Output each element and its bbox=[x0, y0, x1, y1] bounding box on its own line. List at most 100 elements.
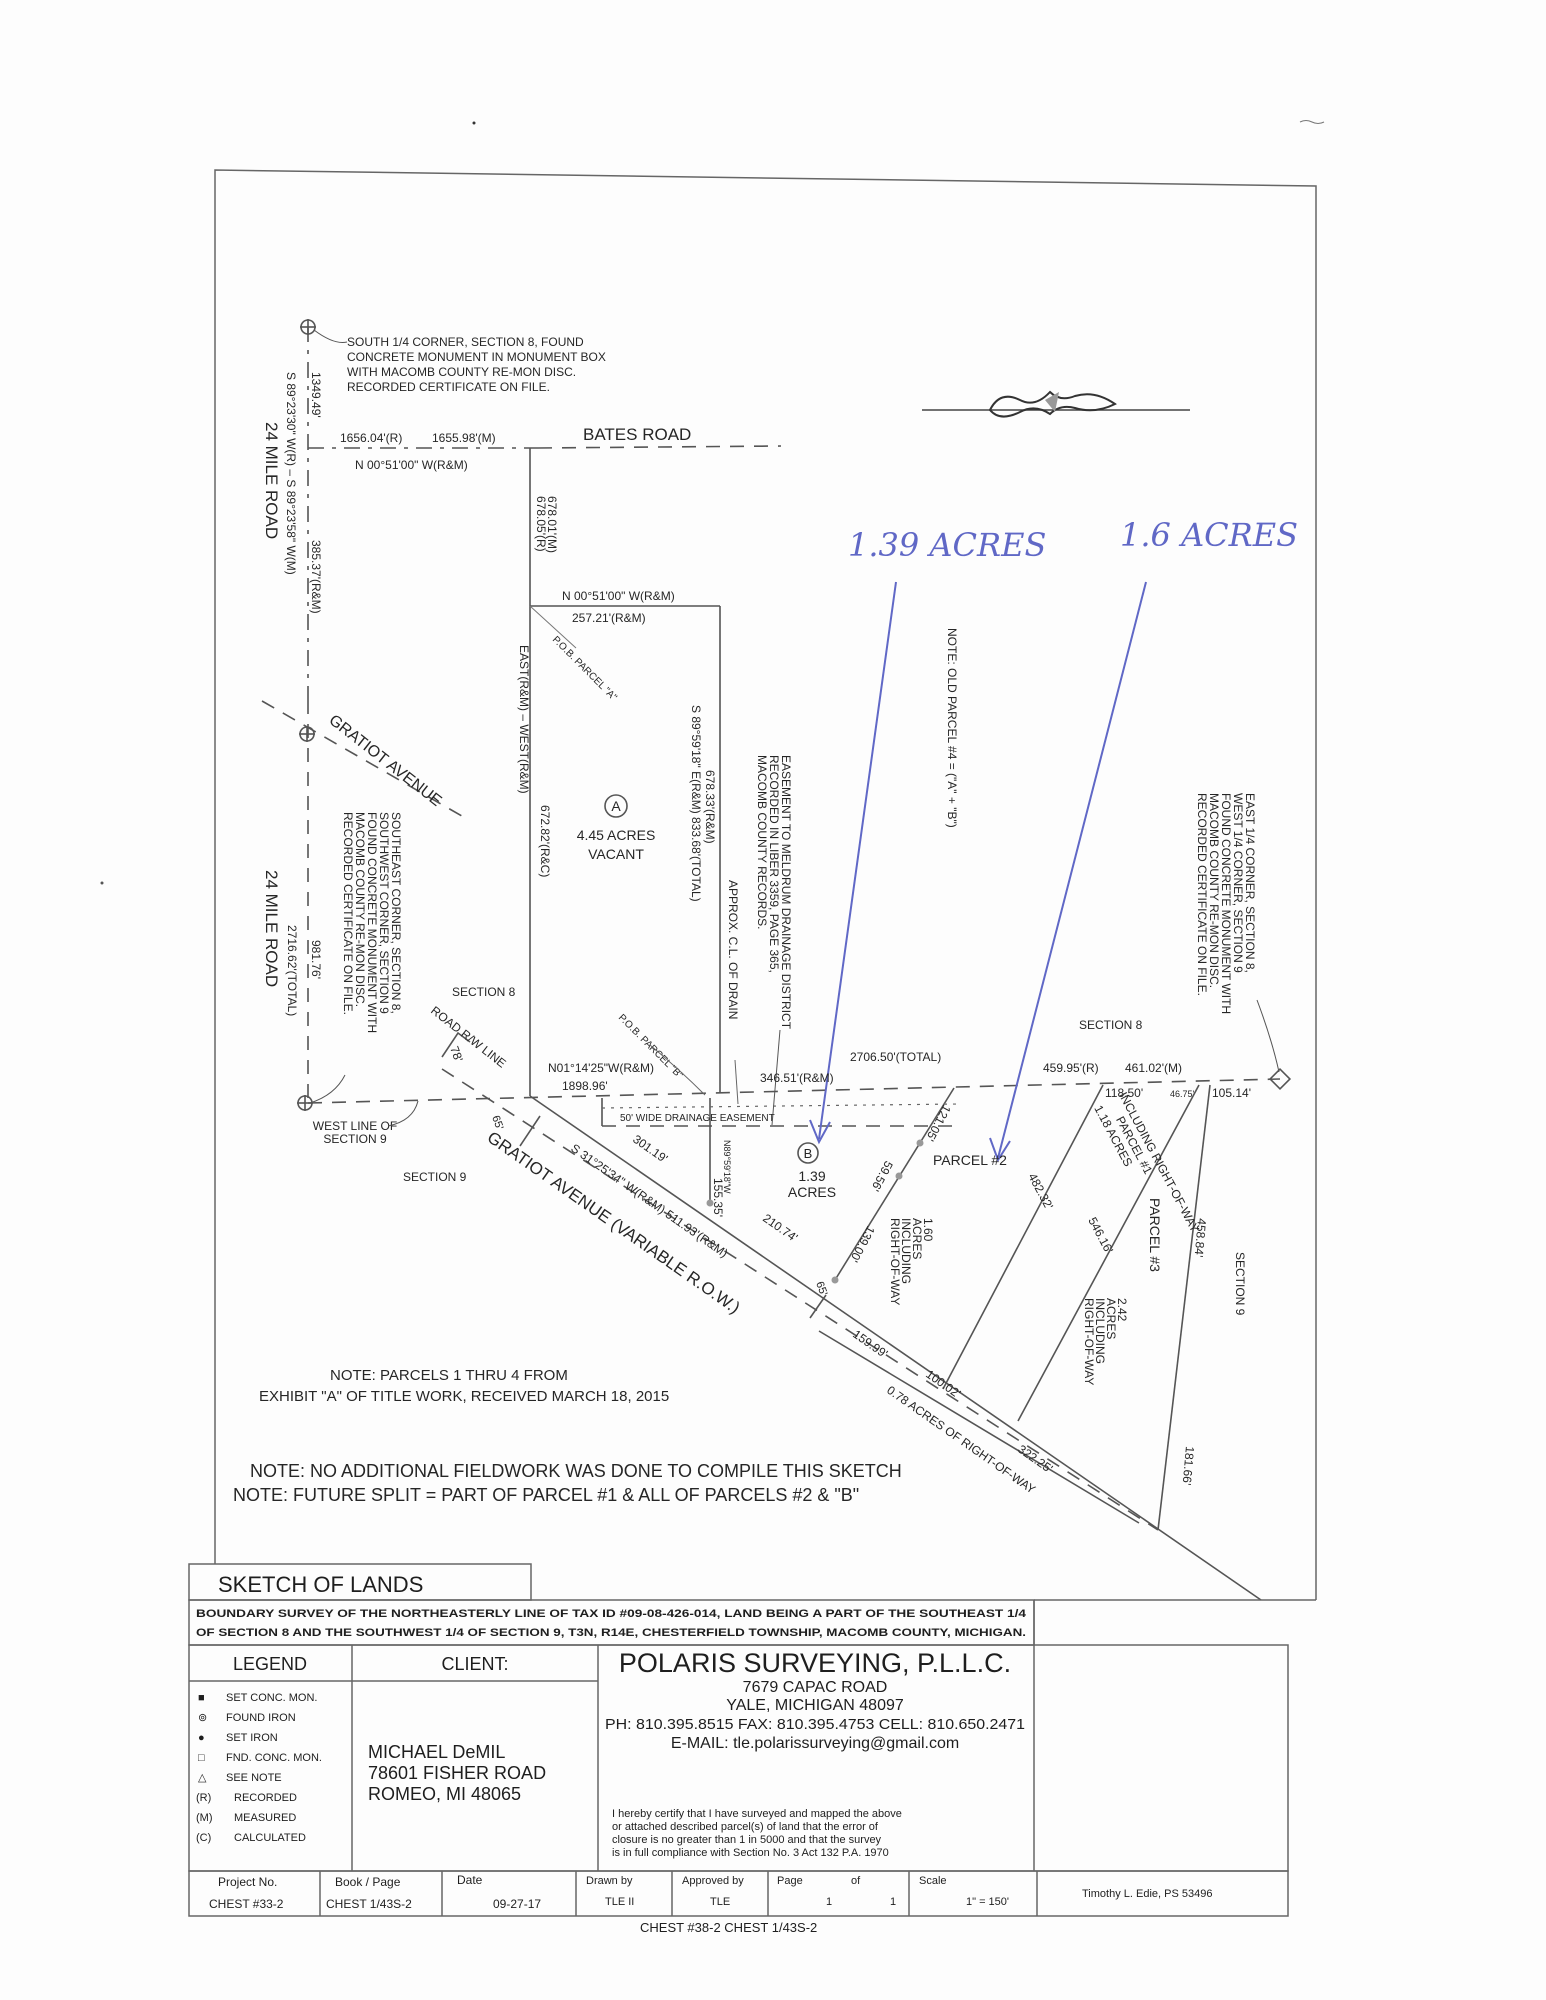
set-iron-icon bbox=[831, 1276, 839, 1284]
se-corner-note-line: SOUTHEAST CORNER, SECTION 8, bbox=[389, 812, 403, 1014]
company-street: 7679 CAPAC ROAD bbox=[743, 1679, 888, 1696]
parcel-2-acres-line: ACRES bbox=[910, 1218, 924, 1259]
dim-210: 210.74' bbox=[760, 1211, 800, 1245]
west-line-bearing: S 89°23'30" W(R) – S 89°23'58" W(M) bbox=[284, 372, 298, 575]
dim-46: 46.75' bbox=[1170, 1089, 1195, 1099]
note-fieldwork: NOTE: NO ADDITIONAL FIELDWORK WAS DONE T… bbox=[250, 1461, 902, 1481]
legend-label: SEE NOTE bbox=[226, 1772, 282, 1784]
dim-482: 482.32' bbox=[1025, 1171, 1056, 1212]
parcel-2-acres-line: RIGHT-OF-WAY bbox=[888, 1218, 902, 1305]
company-name: POLARIS SURVEYING, P.L.L.C. bbox=[619, 1648, 1011, 1678]
title-block-fields: Project No. CHEST #33-2 Book / Page CHES… bbox=[209, 1873, 1212, 1911]
arrow-icon bbox=[809, 581, 897, 1145]
parcel-a-top-bearing: N 00°51'00" W(R&M) bbox=[562, 589, 675, 603]
bates-dim-recorded: 1656.04'(R) bbox=[340, 431, 402, 445]
legend-label: MEASURED bbox=[234, 1812, 296, 1824]
scan-mark bbox=[1299, 120, 1325, 124]
certification-text: I hereby certify that I have surveyed an… bbox=[612, 1808, 902, 1820]
road-rw-line-label: ROAD R/W LINE bbox=[428, 1003, 509, 1070]
client-city: ROMEO, MI 48065 bbox=[368, 1784, 521, 1804]
parcel-3-acres: 2.42 ACRES INCLUDING RIGHT-OF-WAY bbox=[1082, 1298, 1129, 1385]
dim-385: 385.37'(R&M) bbox=[309, 540, 323, 614]
note-future-split: NOTE: FUTURE SPLIT = PART OF PARCEL #1 &… bbox=[233, 1485, 859, 1505]
dim-981: 981.76' bbox=[309, 940, 323, 979]
gratiot-avenue-label: GRATIOT AVENUE bbox=[326, 712, 445, 810]
bates-road-label: BATES ROAD bbox=[583, 425, 691, 444]
legend-label: FND. CONC. MON. bbox=[226, 1752, 322, 1764]
dim-2716-total: 2716.62'(TOTAL) bbox=[285, 925, 299, 1016]
handwritten-acres-b: 1.39 ACRES bbox=[848, 526, 1046, 564]
survey-description: BOUNDARY SURVEY OF THE NORTHEASTERLY LIN… bbox=[196, 1608, 1027, 1620]
legend-abbrev: (R) bbox=[196, 1792, 211, 1804]
dim-546: 546.16' bbox=[1085, 1215, 1116, 1256]
company-city: YALE, MICHIGAN 48097 bbox=[726, 1697, 904, 1714]
parcel-3-acres-line: INCLUDING bbox=[1093, 1298, 1107, 1364]
parcel-a-top-dim: 257.21'(R&M) bbox=[572, 611, 646, 625]
east-west-label: EAST(R&M) – WEST(R&M) bbox=[517, 645, 531, 794]
dim-181: 181.66' bbox=[1180, 1446, 1197, 1486]
parcel-2-acres-line: 1.60 bbox=[921, 1218, 935, 1242]
client-header: CLIENT: bbox=[441, 1654, 508, 1674]
dim-118: 118.50' bbox=[1105, 1086, 1143, 1100]
parcel-1-label: 1.18 ACRES PARCEL #1 INCLUDING RIGHT-OF-… bbox=[1091, 1090, 1202, 1235]
se-corner-note-line: FOUND CONCRETE MONUMENT WITH bbox=[365, 812, 379, 1033]
drawn-by-value: TLE II bbox=[605, 1896, 634, 1908]
legend-header: LEGEND bbox=[233, 1654, 307, 1674]
parcel-3-acres-line: 2.42 bbox=[1115, 1298, 1129, 1322]
legend-label: FOUND IRON bbox=[226, 1712, 296, 1724]
found-concrete-monument-icon bbox=[1268, 1067, 1292, 1091]
parcel-a-acres: 4.45 ACRES bbox=[577, 827, 656, 843]
mile-road-label: 24 MILE ROAD bbox=[262, 870, 281, 987]
survey-description: OF SECTION 8 AND THE SOUTHWEST 1/4 OF SE… bbox=[196, 1627, 1026, 1639]
dim-1898: 1898.96' bbox=[562, 1079, 608, 1093]
old-parcel-note: NOTE: OLD PARCEL #4 = ("A" + "B") bbox=[945, 628, 959, 828]
drain-centerline-label: APPROX. C.L. OF DRAIN bbox=[726, 880, 740, 1019]
note-parcels-source: NOTE: PARCELS 1 THRU 4 FROM bbox=[330, 1367, 568, 1384]
dim-301: 301.19' bbox=[630, 1132, 670, 1166]
east-corner-note-line: MACOMB COUNTY RE-MON DISC. bbox=[1207, 793, 1221, 988]
parcel-b-acres-unit: ACRES bbox=[788, 1184, 836, 1200]
fnd-conc-mon-icon: □ bbox=[198, 1752, 205, 1764]
se-corner-note-line: RECORDED CERTIFICATE ON FILE. bbox=[341, 812, 355, 1015]
scan-speck bbox=[472, 121, 476, 125]
legend-abbrev: (M) bbox=[196, 1812, 213, 1824]
dim-139: 139.00' bbox=[847, 1224, 878, 1265]
south-corner-note: SOUTH 1/4 CORNER, SECTION 8, FOUND bbox=[347, 335, 584, 349]
section-9-label: SECTION 9 bbox=[403, 1170, 467, 1184]
book-page-value: CHEST 1/43S-2 bbox=[326, 1897, 412, 1911]
client-name: MICHAEL DeMIL bbox=[368, 1742, 505, 1762]
dim-672: 672.82'(R&C) bbox=[538, 805, 552, 877]
project-no-label: Project No. bbox=[218, 1875, 277, 1889]
east-corner-note: EAST 1/4 CORNER, SECTION 8, WEST 1/4 COR… bbox=[1195, 793, 1257, 1014]
easement-note-line: EASEMENT TO MELDRUM DRAINAGE DISTRICT bbox=[779, 755, 793, 1030]
west-line-sec9-label: WEST LINE OF bbox=[313, 1119, 397, 1133]
dim-65: 65' bbox=[489, 1114, 505, 1132]
dim-678-measured: 678.01'(M) bbox=[545, 496, 559, 553]
surveyor-signature: Timothy L. Edie, PS 53496 bbox=[1082, 1888, 1212, 1900]
dim-678-33: 678.33'(R&M) bbox=[703, 770, 717, 844]
east-corner-note-line: RECORDED CERTIFICATE ON FILE. bbox=[1195, 793, 1209, 996]
parcel-b-marker bbox=[797, 1142, 819, 1164]
title-block bbox=[188, 1563, 1316, 1917]
south-corner-note: CONCRETE MONUMENT IN MONUMENT BOX bbox=[347, 350, 606, 364]
east-corner-note-line: FOUND CONCRETE MONUMENT WITH bbox=[1219, 793, 1233, 1014]
dim-458: 458.84' bbox=[1192, 1218, 1209, 1258]
parcel-2-label: PARCEL #2 bbox=[933, 1152, 1007, 1168]
easement-note-line: MACOMB COUNTY RECORDS. bbox=[755, 755, 769, 929]
scale-value: 1" = 150' bbox=[966, 1896, 1009, 1908]
of-label: of bbox=[851, 1875, 861, 1887]
right-of-way-acres: 0.78 ACRES OF RIGHT-OF-WAY bbox=[884, 1383, 1038, 1497]
certification-text: or attached described parcel(s) of land … bbox=[612, 1821, 879, 1833]
bates-bearing: N 00°51'00" W(R&M) bbox=[355, 458, 468, 472]
client-street: 78601 FISHER ROAD bbox=[368, 1763, 546, 1783]
section-8-label: SECTION 8 bbox=[1079, 1018, 1143, 1032]
scale-label: Scale bbox=[919, 1875, 947, 1887]
north-arrow-icon bbox=[922, 390, 1190, 418]
handwritten-acres-parcel-2: 1.6 ACRES bbox=[1120, 516, 1298, 554]
parcel-a-letter: A bbox=[611, 798, 621, 814]
mile-road-label: 24 MILE ROAD bbox=[262, 422, 281, 539]
date-value: 09-27-17 bbox=[493, 1897, 541, 1911]
set-iron-icon bbox=[895, 1172, 903, 1180]
section-8-label: SECTION 8 bbox=[452, 985, 516, 999]
note-parcels-source: EXHIBIT "A" OF TITLE WORK, RECEIVED MARC… bbox=[259, 1388, 669, 1405]
